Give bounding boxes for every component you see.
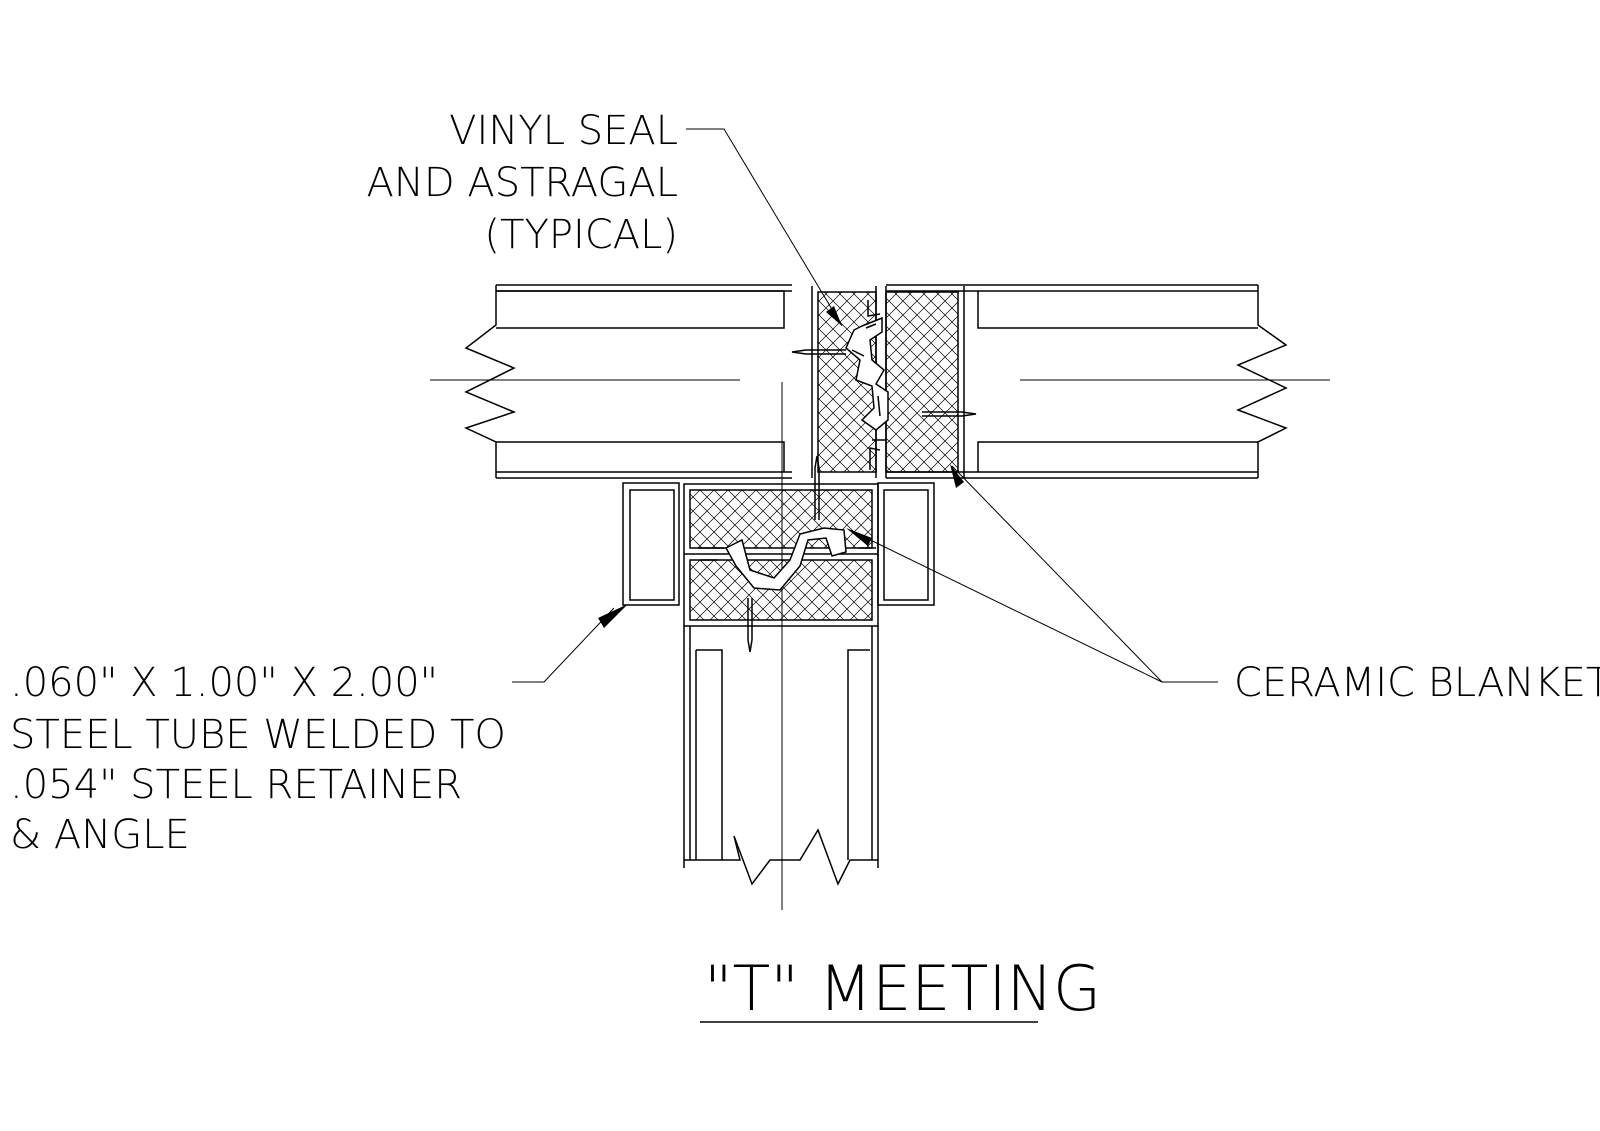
steel-tube-label-line-2: STEEL TUBE WELDED TO [10, 712, 506, 758]
bottom-joint-ceramic-blanket [683, 483, 879, 627]
steel-tube-label-line-4: & ANGLE [10, 812, 190, 858]
vertical-panel [683, 626, 879, 886]
steel-tube-label-line-1: .060" X 1.00" X 2.00" [10, 660, 438, 706]
vinyl-seal-leader [686, 128, 843, 327]
steel-tube-right [877, 482, 935, 606]
top-joint-vinyl-seal [845, 300, 889, 470]
top-joint-fasteners [791, 349, 977, 417]
ceramic-blanket-label: CERAMIC BLANKET [1234, 660, 1600, 706]
vinyl-seal-label-line-3: (TYPICAL) [484, 212, 678, 258]
left-horizontal-panel [463, 284, 792, 479]
steel-tube-left [622, 482, 680, 606]
vinyl-seal-label-line-2: AND ASTRAGAL [367, 160, 678, 206]
bottom-joint-fasteners [747, 455, 820, 653]
drawing-title: "T" MEETING [704, 952, 1101, 1025]
bottom-joint-vinyl-seal [698, 527, 876, 591]
steel-tube-label: .060" X 1.00" X 2.00" STEEL TUBE WELDED … [10, 660, 506, 858]
steel-tube-leader [512, 604, 628, 683]
ceramic-blanket-leader [846, 464, 1218, 683]
vinyl-seal-label-line-1: VINYL SEAL [449, 108, 678, 154]
vinyl-seal-label: VINYL SEAL AND ASTRAGAL (TYPICAL) [367, 108, 678, 258]
right-horizontal-panel [886, 284, 1288, 479]
steel-tube-label-line-3: .054" STEEL RETAINER [10, 762, 462, 808]
